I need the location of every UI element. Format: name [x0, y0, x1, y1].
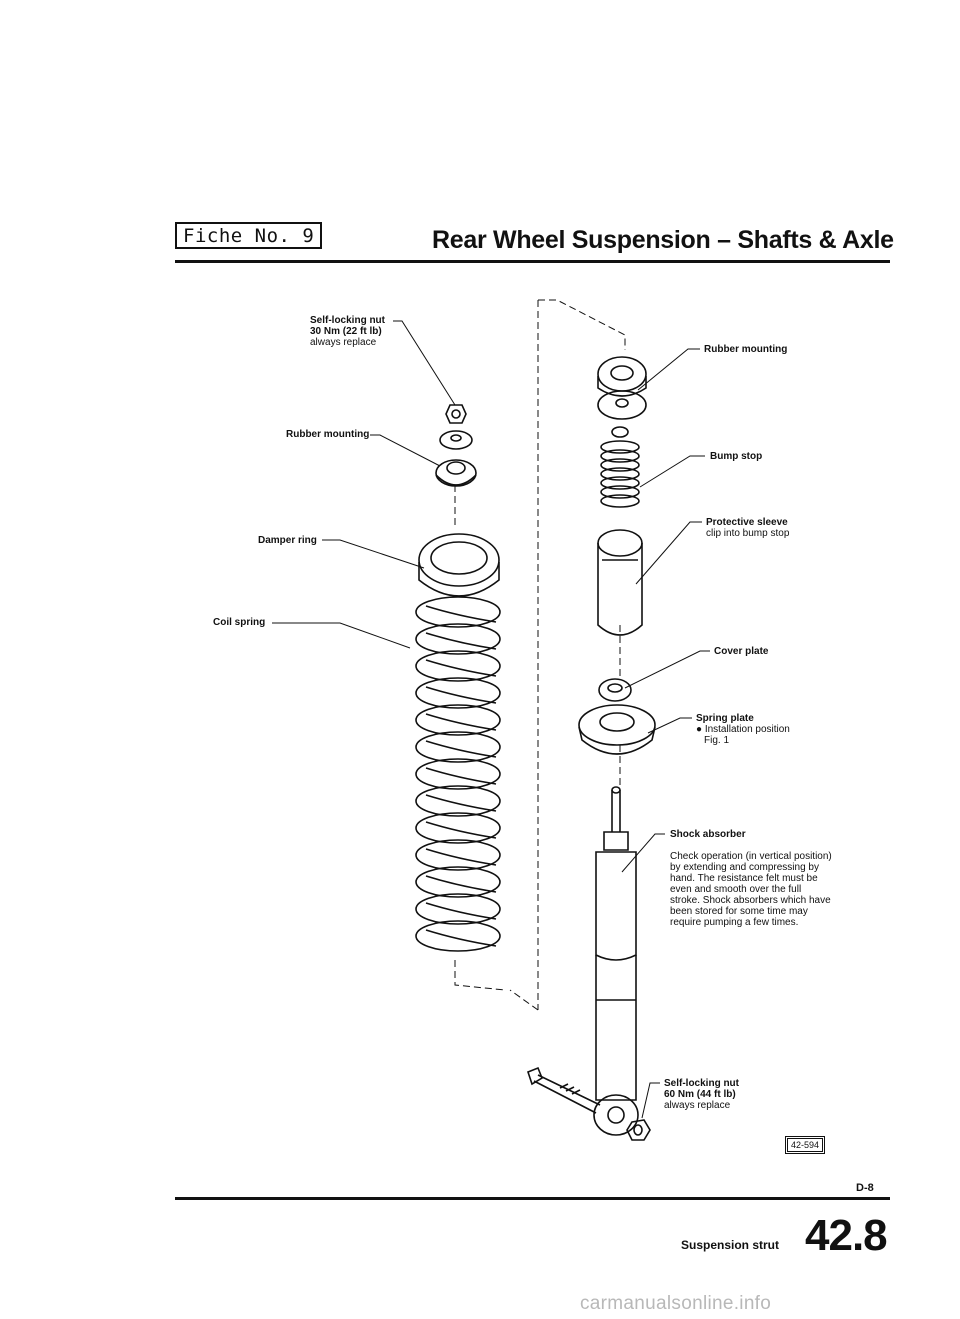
callout-rubber-mounting-left: Rubber mounting [286, 429, 370, 440]
watermark: carmanualsonline.info [580, 1293, 772, 1314]
callout-shock-absorber: Shock absorber Check operation (in verti… [670, 829, 832, 928]
page-title: Rear Wheel Suspension – Shafts & Axle [432, 226, 894, 254]
fiche-number: Fiche No. 9 [175, 222, 323, 249]
callout-rubber-mounting-right: Rubber mounting [704, 344, 788, 355]
protective-sleeve-icon [597, 529, 643, 636]
callout-spring-plate: Spring plate ● Installation position Fig… [696, 713, 790, 746]
callout-damper-ring: Damper ring [258, 535, 317, 546]
spring-plate-icon [578, 704, 656, 755]
figure-reference: 42-594 [784, 1136, 826, 1154]
header-rule [175, 260, 890, 263]
leader-lines-left [272, 320, 456, 649]
mounting-bolt-icon [527, 1066, 601, 1114]
footer-rule [175, 1197, 890, 1200]
callout-bump-stop: Bump stop [710, 451, 763, 462]
section-name: Suspension strut [681, 1238, 780, 1252]
leader-lines-right [621, 348, 710, 1119]
cover-plate-icon [598, 678, 632, 702]
nut-left-icon [445, 404, 467, 424]
document-code: D-8 [856, 1182, 874, 1194]
shock-absorber-icon [593, 786, 639, 1136]
section-number: 42.8 [805, 1211, 888, 1260]
nut-lower-icon [626, 1119, 651, 1141]
rubber-mounting-right-icon [597, 356, 647, 420]
callout-self-locking-nut-lower: Self-locking nut 60 Nm (44 ft lb) always… [664, 1078, 739, 1111]
callout-protective-sleeve: Protective sleeve clip into bump stop [706, 517, 790, 539]
coil-spring-icon [415, 596, 501, 952]
callout-self-locking-nut-upper: Self-locking nut 30 Nm (22 ft lb) always… [310, 315, 385, 348]
callout-coil-spring: Coil spring [213, 617, 266, 628]
callout-cover-plate: Cover plate [714, 646, 769, 657]
rubber-mounting-left-icon [435, 430, 477, 487]
damper-ring-icon [418, 533, 500, 597]
bump-stop-icon [600, 426, 640, 508]
assembly-guide-lines [454, 299, 626, 1011]
